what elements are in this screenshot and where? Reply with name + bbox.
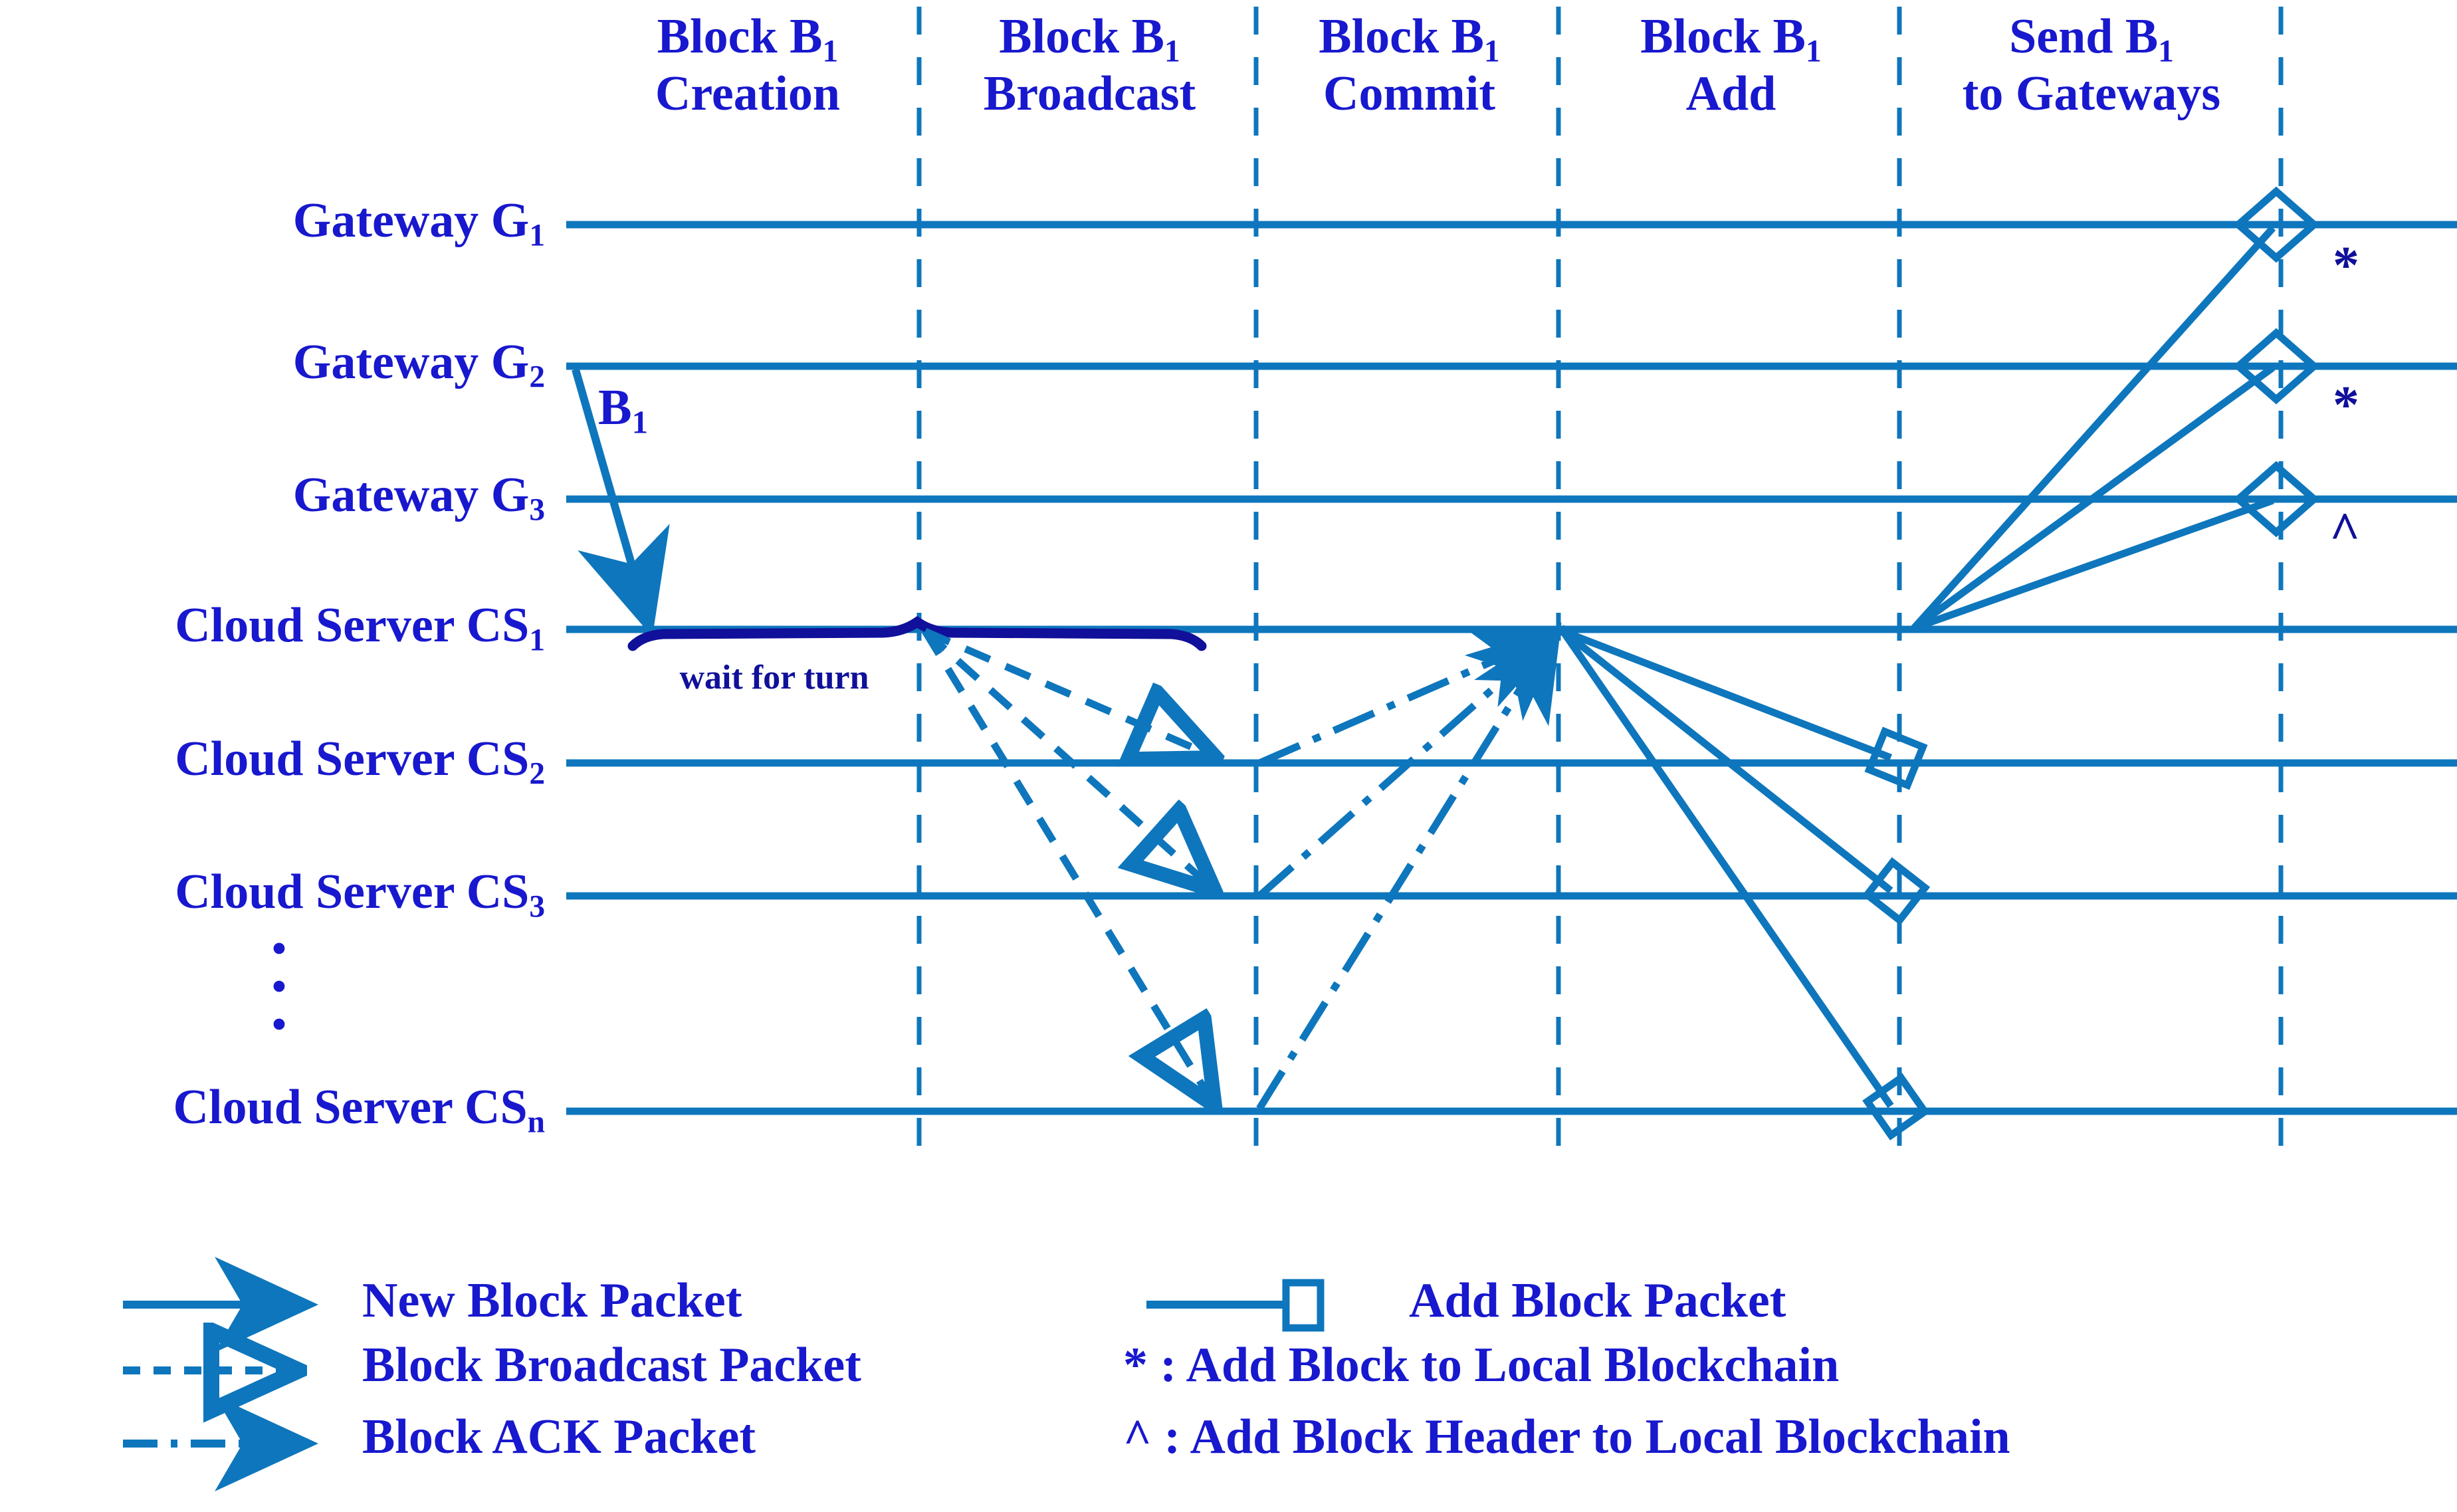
lifeline-label-cs1-text: Cloud Server CS (175, 598, 530, 653)
phase-2-line1: Block B (1319, 9, 1485, 64)
phase-1-sub: 1 (1164, 34, 1180, 69)
gateway-2-add-block-mark: * (2333, 376, 2359, 435)
lifeline-label-gateway-3: Gateway G3 (0, 467, 545, 528)
legend-label-block-broadcast-packet: Block Broadcast Packet (362, 1338, 861, 1392)
lifeline-label-csn-text: Cloud Server CS (173, 1080, 528, 1134)
lifeline-label-gateway-2-sub: 2 (529, 360, 545, 395)
legend-glyphs (123, 1257, 1325, 1491)
gateway-marker-2 (2232, 328, 2320, 405)
wait-for-turn-brace (627, 615, 1207, 651)
phase-2-sub: 1 (1484, 34, 1500, 69)
ack-from-csn (1256, 622, 1562, 1111)
vertical-ellipsis: • • • (266, 928, 292, 1048)
legend-label-block-ack-packet: Block ACK Packet (362, 1410, 756, 1464)
addblock-to-cs3 (1560, 628, 1893, 894)
phase-3-sub: 1 (1806, 34, 1822, 69)
arrows-block-ack (1256, 622, 1568, 1111)
ack-from-cs2 (1257, 626, 1568, 767)
send-to-gateway-3 (1913, 496, 2274, 632)
phase-header-1: Block B1 Broadcast (925, 11, 1254, 120)
lifeline-label-cs2-sub: 2 (529, 756, 545, 792)
phase-2-line2: Commit (1323, 66, 1495, 122)
legend-glyph-add-block-square (1282, 1279, 1325, 1332)
new-block-packet-label-text: B (598, 379, 632, 435)
phase-4-line2: to Gateways (1962, 66, 2221, 122)
lifelines (566, 221, 2457, 1115)
addblock-to-csn (1560, 629, 1894, 1109)
lifeline-label-gateway-1-text: Gateway G (292, 193, 530, 248)
send-to-gateway-2 (1911, 364, 2276, 631)
addblock-to-cs2 (1562, 627, 1892, 762)
phase-3-line1: Block B (1640, 9, 1806, 64)
lifeline-label-gateway-3-text: Gateway G (292, 468, 530, 522)
phase-4-line1: Send B (2009, 9, 2159, 64)
phase-3-line2: Add (1685, 66, 1776, 122)
phase-0-sub: 1 (822, 34, 839, 69)
broadcast-to-cs3 (922, 628, 1215, 891)
lifeline-label-cloud-server-1: Cloud Server CS1 (0, 597, 545, 658)
broadcast-to-csn (922, 629, 1215, 1106)
gateway-1-add-block-mark: * (2333, 237, 2359, 295)
ellipsis-dot-1: • (272, 926, 286, 972)
send-to-gateway-1 (1911, 225, 2276, 631)
arrows-block-broadcast (922, 627, 1216, 1106)
ellipsis-dot-3: • (272, 1002, 286, 1048)
phase-0-line1: Block B (657, 9, 823, 64)
lifeline-label-gateway-3-sub: 3 (529, 492, 545, 528)
lifeline-label-gateway-2-text: Gateway G (292, 335, 530, 389)
phase-1-line2: Broadcast (983, 66, 1196, 122)
arrow-new-block-packet (572, 368, 670, 637)
lifeline-label-cs3-text: Cloud Server CS (175, 865, 530, 919)
phase-4-sub: 1 (2158, 34, 2174, 69)
legend-label-new-block-packet: New Block Packet (362, 1273, 742, 1328)
legend-label-add-block-packet: Add Block Packet (1409, 1273, 1786, 1328)
add-block-marker-cs2 (1864, 726, 1928, 790)
add-block-marker-cs3 (1862, 857, 1931, 926)
lifeline-label-gateway-2: Gateway G2 (0, 334, 545, 395)
broadcast-to-cs2 (923, 627, 1216, 758)
phase-1-line1: Block B (999, 9, 1165, 64)
lifeline-label-cloud-server-2: Cloud Server CS2 (0, 731, 545, 792)
phase-header-0: Block B1 Creation (578, 11, 917, 120)
new-block-packet-label-sub: 1 (631, 404, 649, 441)
lifeline-label-cs1-sub: 1 (529, 623, 545, 658)
phase-0-line2: Creation (655, 66, 841, 122)
lifeline-label-csn-sub: n (527, 1105, 545, 1140)
legend-label-add-header-local: ^ : Add Block Header to Local Blockchain (1123, 1410, 2010, 1464)
gateway-marker-3 (2232, 461, 2320, 538)
new-block-packet-label: B1 (598, 379, 648, 441)
arrows-send-to-gateways (1911, 186, 2320, 632)
arrows-add-block (1560, 627, 1931, 1140)
gateway-marker-1 (2232, 186, 2320, 263)
lifeline-label-cloud-server-n: Cloud Server CSn (0, 1079, 545, 1140)
phase-header-2: Block B1 Commit (1261, 11, 1557, 120)
phase-header-4: Send B1 to Gateways (1903, 11, 2280, 120)
lifeline-label-cs2-text: Cloud Server CS (175, 732, 530, 786)
add-block-marker-csn (1862, 1073, 1930, 1140)
phase-header-3: Block B1 Add (1563, 11, 1899, 120)
gateway-3-add-header-mark: ^ (2329, 502, 2361, 561)
phase-dividers (916, 7, 2284, 1160)
lifeline-label-gateway-1: Gateway G1 (0, 193, 545, 253)
legend-label-add-block-local: * : Add Block to Local Blockchain (1123, 1338, 1840, 1392)
lifeline-label-gateway-1-sub: 1 (529, 218, 545, 253)
wait-for-turn-label: wait for turn (679, 659, 869, 697)
lifeline-label-cloud-server-3: Cloud Server CS3 (0, 864, 545, 924)
lifeline-label-cs3-sub: 3 (529, 889, 545, 924)
ellipsis-dot-2: • (272, 964, 286, 1010)
